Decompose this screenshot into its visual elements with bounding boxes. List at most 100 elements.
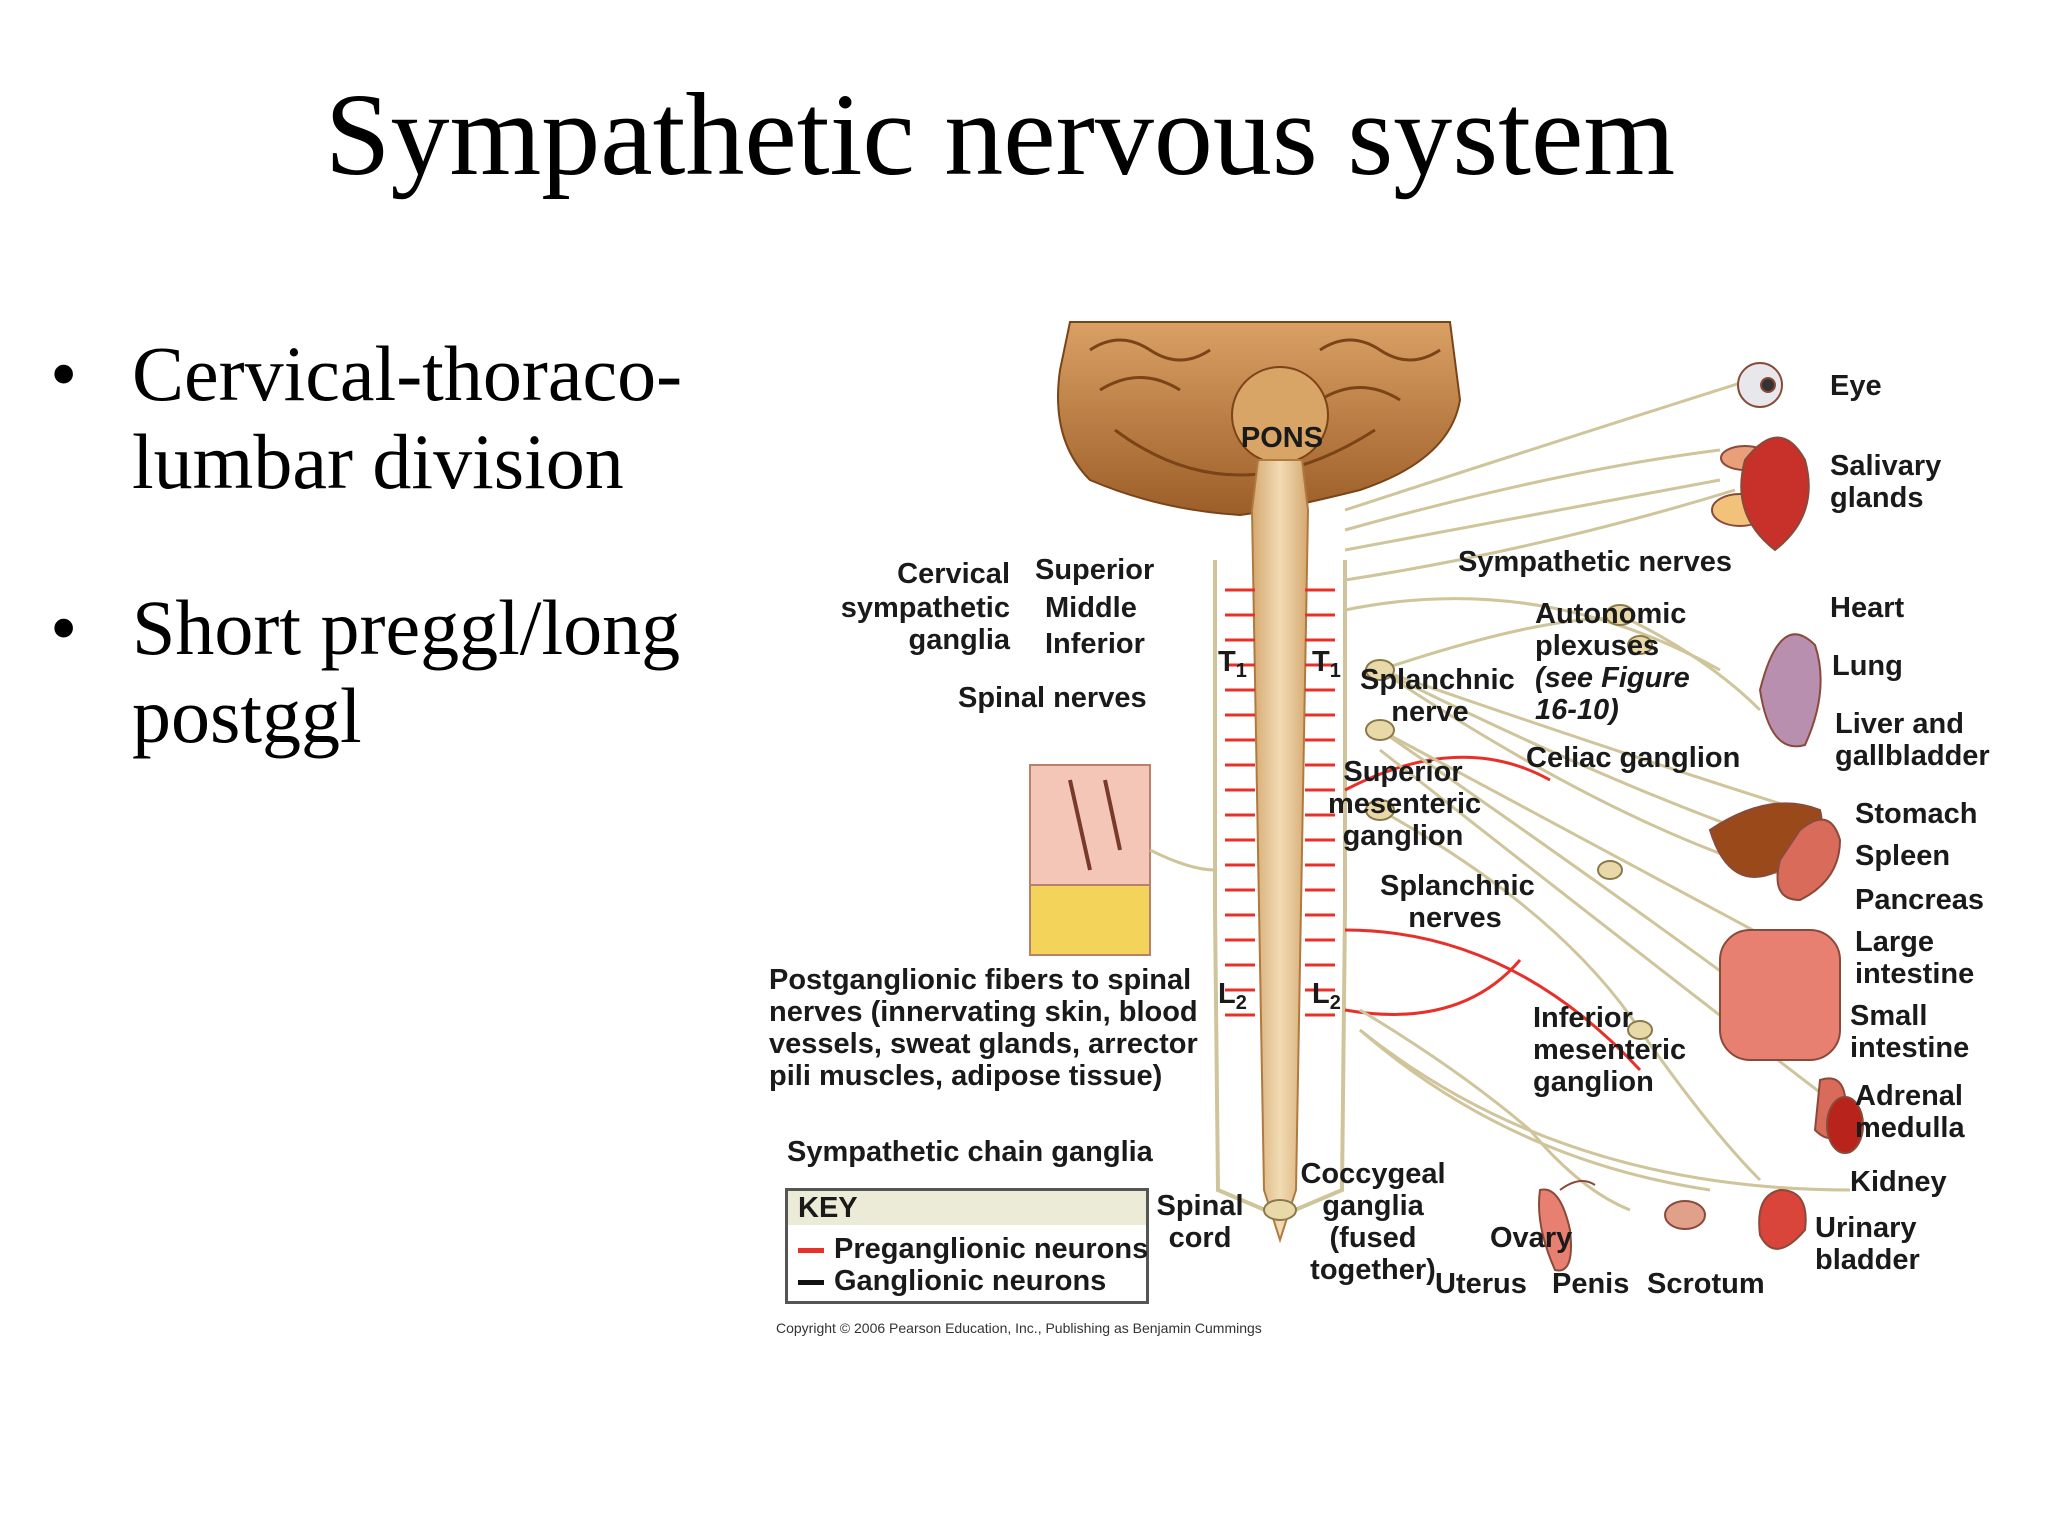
cervical-ganglia-label-line: Cervical <box>897 558 1010 590</box>
small-intestine-label-line: intestine <box>1850 1032 1970 1064</box>
inferior-mesenteric-label-line: Inferior <box>1533 1002 1633 1034</box>
splanchnic-nerve-label-line: nerve <box>1391 696 1469 728</box>
segment-letter: T <box>1312 646 1330 678</box>
key-row-ganglionic: Ganglionic neurons <box>798 1265 1106 1297</box>
copyright-notice: Copyright © 2006 Pearson Education, Inc.… <box>776 1320 1262 1336</box>
sympathetic-chain-ganglia-label: Sympathetic chain ganglia <box>787 1136 1153 1168</box>
bullet-item: • Cervical-thoraco- lumbar division <box>50 330 750 506</box>
adrenal-label-line: medulla <box>1855 1112 1965 1144</box>
left-sympathetic-chain <box>1213 560 1266 1212</box>
splanchnic-nerve-label-line: Splanchnic <box>1360 664 1515 696</box>
stomach-label: Stomach <box>1855 798 1978 830</box>
liver-label-line: gallbladder <box>1835 740 1990 772</box>
inferior-mesenteric-label-line: mesenteric <box>1533 1034 1687 1066</box>
bullet-marker: • <box>50 330 78 417</box>
large-intestine-label-line: intestine <box>1855 958 1975 990</box>
organ-illustrations <box>1538 362 1864 1272</box>
heart-label: Heart <box>1830 592 1905 624</box>
bullet-list: • Cervical-thoraco- lumbar division • Sh… <box>50 330 750 838</box>
coccygeal-ganglia-label-line: ganglia <box>1322 1190 1424 1222</box>
spleen-label: Spleen <box>1855 840 1951 872</box>
coccygeal-ganglia-label-line: together) <box>1310 1254 1436 1286</box>
sympathetic-diagram: PONS Cervical sympathetic ganglia Superi… <box>760 310 2000 1350</box>
spinal-nerves-label: Spinal nerves <box>958 682 1147 714</box>
salivary-label-line: Salivary <box>1830 450 1942 482</box>
segment-number: 2 <box>1235 992 1247 1014</box>
eye-label: Eye <box>1830 370 1882 402</box>
preganglionic-swatch <box>798 1247 824 1253</box>
salivary-label-line: glands <box>1830 482 1924 514</box>
bladder-label-line: Urinary <box>1815 1212 1917 1244</box>
key-title: KEY <box>788 1191 1146 1225</box>
bullet-text-line: lumbar division <box>132 418 624 505</box>
key-row-preganglionic: Preganglionic neurons <box>798 1233 1148 1265</box>
bullet-item: • Short preggl/long postggl <box>50 584 750 760</box>
superior-mesenteric-label-line: Superior <box>1343 756 1463 788</box>
segment-letter: L <box>1312 978 1330 1010</box>
autonomic-plexuses-label-line: plexuses <box>1535 630 1660 662</box>
preganglionic-fibers <box>1225 588 1642 1072</box>
small-intestine-label-line: Small <box>1850 1000 1928 1032</box>
postganglionic-label-line: vessels, sweat glands, arrector <box>769 1028 1198 1060</box>
coccygeal-ganglia-label-line: (fused <box>1329 1222 1417 1254</box>
splanchnic-nerves-label-line: nerves <box>1408 902 1502 934</box>
ovary-label: Ovary <box>1490 1222 1573 1254</box>
postganglionic-label-line: nerves (innervating skin, blood <box>769 996 1198 1028</box>
splanchnic-nerves-label-line: Splanchnic <box>1380 870 1535 902</box>
superior-ganglion-label: Superior <box>1035 554 1155 586</box>
scrotum-label: Scrotum <box>1647 1268 1765 1300</box>
sympathetic-nerves-label: Sympathetic nerves <box>1458 546 1733 578</box>
cervical-ganglia-label-line: sympathetic <box>840 592 1010 624</box>
key-label: Ganglionic neurons <box>834 1265 1107 1297</box>
penis-label: Penis <box>1552 1268 1630 1300</box>
see-figure-label-line: 16-10) <box>1535 694 1619 726</box>
coccygeal-ganglia-label-line: Coccygeal <box>1300 1158 1446 1190</box>
ganglia-nodes <box>1263 604 1653 1221</box>
spinal-cord-label-line: Spinal <box>1156 1190 1244 1222</box>
segment-number: 1 <box>1329 660 1341 682</box>
bullet-text-line: postggl <box>132 672 362 759</box>
t1-right-label: T1 <box>1312 646 1341 687</box>
segment-number: 1 <box>1235 660 1247 682</box>
adrenal-label-line: Adrenal <box>1855 1080 1963 1112</box>
pons-label: PONS <box>1240 422 1324 454</box>
segment-letter: L <box>1218 978 1236 1010</box>
bladder-label-line: bladder <box>1815 1244 1920 1276</box>
right-sympathetic-chain <box>1294 560 1347 1212</box>
key-label: Preganglionic neurons <box>834 1233 1149 1265</box>
postganglionic-label-line: pili muscles, adipose tissue) <box>769 1060 1163 1092</box>
diagram-artwork <box>1029 321 1864 1272</box>
slide-title: Sympathetic nervous system <box>324 69 1676 200</box>
spinal-cord-shape <box>1250 459 1310 1244</box>
superior-mesenteric-label-line: mesenteric <box>1328 788 1482 820</box>
pancreas-label: Pancreas <box>1855 884 1984 916</box>
segment-letter: T <box>1218 646 1236 678</box>
l2-right-label: L2 <box>1312 978 1341 1019</box>
l2-left-label: L2 <box>1218 978 1247 1019</box>
inferior-ganglion-label: Inferior <box>1045 628 1145 660</box>
spinal-cord-label-line: cord <box>1168 1222 1232 1254</box>
bullet-marker: • <box>50 584 78 671</box>
see-figure-label-line: (see Figure <box>1535 662 1690 694</box>
inferior-mesenteric-label-line: ganglion <box>1533 1066 1654 1098</box>
celiac-ganglion-label: Celiac ganglion <box>1526 742 1741 774</box>
liver-label-line: Liver and <box>1835 708 1964 740</box>
middle-ganglion-label: Middle <box>1045 592 1137 624</box>
lung-label: Lung <box>1832 650 1903 682</box>
superior-mesenteric-label-line: ganglion <box>1342 820 1464 852</box>
bullet-text-line: Cervical-thoraco- <box>132 330 683 417</box>
large-intestine-label-line: Large <box>1855 926 1934 958</box>
postganglionic-label-line: Postganglionic fibers to spinal <box>769 964 1192 996</box>
autonomic-plexuses-label-line: Autonomic <box>1535 598 1687 630</box>
segment-number: 2 <box>1329 992 1341 1014</box>
ganglionic-swatch <box>798 1279 824 1285</box>
skin-inset <box>1029 764 1216 956</box>
uterus-label: Uterus <box>1435 1268 1527 1300</box>
kidney-label: Kidney <box>1850 1166 1947 1198</box>
t1-left-label: T1 <box>1218 646 1247 687</box>
legend-key: KEY Preganglionic neurons Ganglionic neu… <box>785 1188 1149 1304</box>
bullet-text-line: Short preggl/long <box>132 584 681 671</box>
brain-illustration <box>1057 321 1462 517</box>
cervical-ganglia-label-line: ganglia <box>908 624 1010 656</box>
